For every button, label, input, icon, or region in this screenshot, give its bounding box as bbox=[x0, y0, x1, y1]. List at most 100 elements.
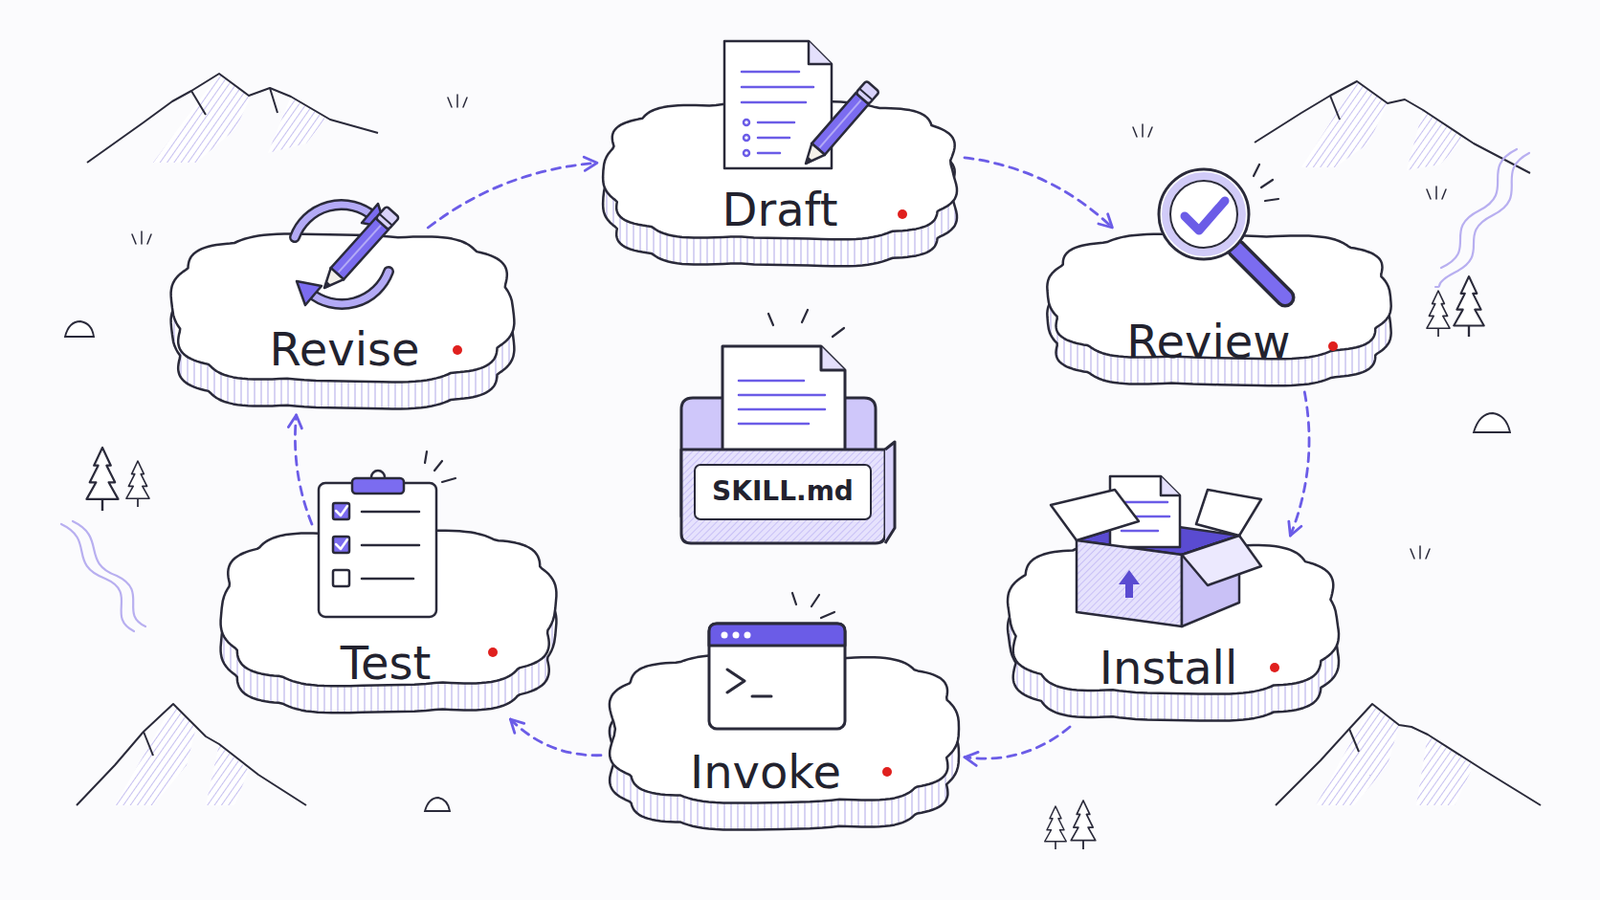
file-label: SKILL.md bbox=[693, 464, 872, 521]
island-outline bbox=[1000, 535, 1346, 728]
rock bbox=[1473, 413, 1511, 433]
terminal-icon bbox=[752, 695, 772, 699]
grass-tuft bbox=[1426, 186, 1446, 200]
terminal-icon bbox=[821, 612, 835, 619]
river bbox=[61, 521, 146, 632]
document-icon bbox=[741, 86, 814, 89]
package-box-icon bbox=[1181, 535, 1240, 627]
status-dot bbox=[1269, 663, 1280, 673]
arrow-head bbox=[288, 415, 302, 429]
clipboard-icon bbox=[352, 478, 404, 494]
clipboard-icon bbox=[361, 544, 420, 548]
label-group: Review bbox=[1126, 316, 1290, 368]
document-icon bbox=[743, 150, 750, 156]
mountain-range bbox=[87, 73, 378, 163]
terminal-icon bbox=[792, 593, 835, 619]
document-tray bbox=[768, 310, 845, 337]
flow-arrow bbox=[288, 415, 312, 525]
pine-trees bbox=[1044, 806, 1067, 850]
revise-cycle-icon bbox=[310, 271, 389, 305]
step-label: Install bbox=[1099, 643, 1239, 694]
dashed-connector bbox=[294, 415, 312, 525]
terminal-icon bbox=[727, 669, 745, 693]
package-box-icon bbox=[1110, 476, 1180, 548]
document-tray bbox=[738, 380, 825, 424]
magnifier-icon bbox=[1184, 200, 1225, 231]
pine-trees bbox=[1070, 800, 1096, 850]
dashed-connector bbox=[964, 157, 1112, 228]
arrow-head bbox=[510, 719, 524, 734]
pencil-icon bbox=[317, 205, 400, 294]
mountain-range bbox=[1330, 95, 1340, 120]
document-icon bbox=[724, 41, 832, 169]
package-box-icon bbox=[1121, 501, 1168, 505]
pencil-icon bbox=[799, 80, 880, 170]
document-tray bbox=[681, 310, 895, 544]
terminal-icon bbox=[744, 632, 752, 640]
status-dot bbox=[488, 647, 498, 658]
island-outline bbox=[600, 648, 965, 837]
process-island: Install bbox=[1000, 535, 1346, 728]
label-group: Test bbox=[340, 638, 432, 689]
package-box-icon bbox=[1118, 570, 1140, 599]
river bbox=[1435, 153, 1530, 288]
document-icon bbox=[741, 70, 800, 74]
document-tray bbox=[681, 449, 886, 544]
river bbox=[72, 521, 146, 627]
label-group: Invoke bbox=[689, 747, 842, 799]
pine-trees bbox=[87, 276, 1485, 850]
arrow-head bbox=[583, 156, 598, 171]
document-tray bbox=[885, 442, 895, 544]
package-box-icon bbox=[1050, 476, 1262, 627]
grass-tuft bbox=[1133, 124, 1153, 137]
status-dot bbox=[452, 345, 463, 356]
terminal-icon bbox=[709, 623, 845, 646]
step-label: Test bbox=[340, 638, 432, 689]
clipboard-icon bbox=[361, 511, 420, 579]
flow-arrow bbox=[427, 156, 598, 228]
document-tray bbox=[801, 310, 808, 323]
document-tray bbox=[738, 394, 825, 398]
mountain-range bbox=[205, 744, 249, 806]
mountain-range bbox=[76, 704, 307, 806]
magnifier-icon bbox=[1170, 180, 1238, 248]
dashed-connector bbox=[1289, 392, 1310, 536]
pine-trees bbox=[1426, 290, 1450, 337]
revise-cycle-icon bbox=[294, 204, 374, 238]
flow-arrow bbox=[1288, 392, 1310, 536]
clipboard-icon bbox=[434, 461, 443, 471]
island-outline bbox=[1041, 227, 1398, 393]
revise-cycle-icon bbox=[361, 203, 386, 228]
clipboard-icon bbox=[335, 539, 348, 550]
process-island: Draft bbox=[597, 95, 965, 273]
mountain-range bbox=[1275, 704, 1541, 806]
mountain-range bbox=[191, 88, 278, 115]
package-box-icon bbox=[1196, 489, 1262, 536]
flow-arrow bbox=[510, 719, 601, 756]
magnifier-icon bbox=[1165, 176, 1243, 253]
arrow-head bbox=[1288, 521, 1302, 536]
document-tray bbox=[832, 328, 845, 337]
mountain-range bbox=[267, 96, 326, 154]
magnifier-icon bbox=[1261, 179, 1273, 188]
document-tray bbox=[738, 379, 804, 383]
magnifier-icon bbox=[1236, 248, 1286, 298]
rock bbox=[424, 798, 450, 812]
process-island: Test bbox=[214, 524, 563, 720]
magnifier-icon bbox=[1253, 164, 1279, 201]
river bbox=[61, 524, 134, 632]
dashed-connector bbox=[427, 162, 598, 228]
pine-trees bbox=[1453, 276, 1485, 337]
document-icon bbox=[741, 101, 806, 105]
terminal-icon bbox=[733, 632, 740, 640]
step-label: Draft bbox=[722, 184, 839, 236]
clipboard-icon bbox=[442, 478, 456, 483]
document-tray bbox=[738, 408, 825, 412]
status-dot bbox=[452, 209, 1338, 778]
grass-tuft bbox=[132, 94, 1446, 559]
mountain-range bbox=[1254, 81, 1531, 174]
document-icon bbox=[808, 41, 832, 65]
mountain-range bbox=[1275, 704, 1541, 806]
dashed-connector bbox=[964, 727, 1070, 759]
